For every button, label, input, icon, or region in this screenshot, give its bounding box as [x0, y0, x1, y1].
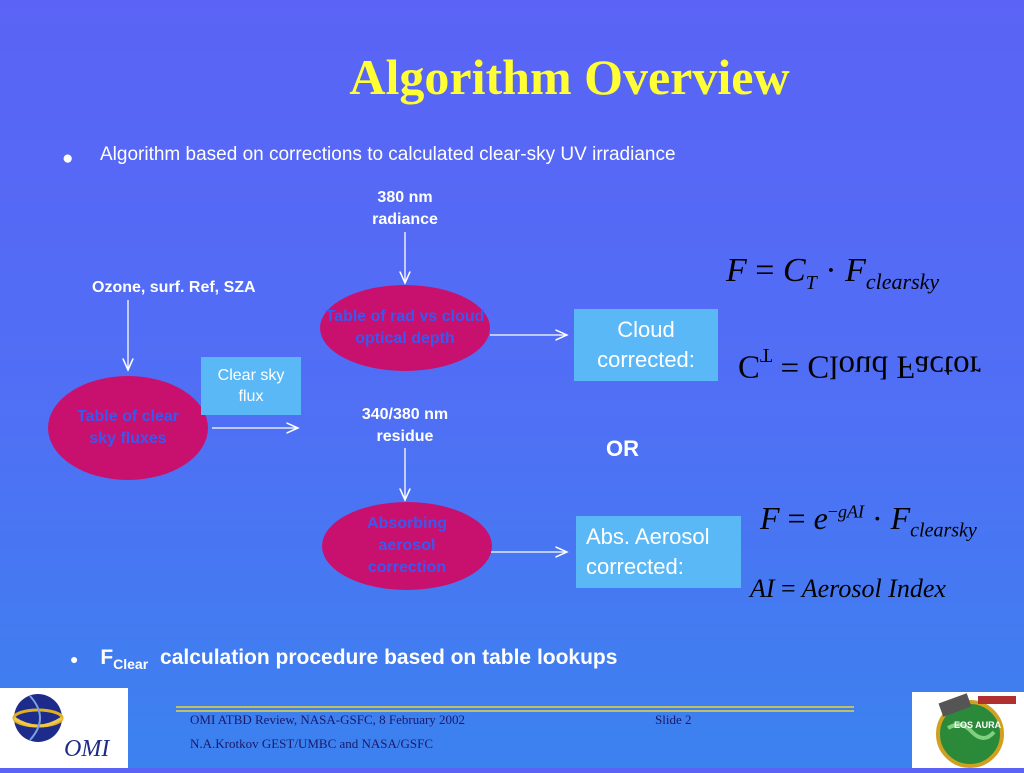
- bullet-dot-icon: ●: [62, 148, 74, 169]
- box-clear-sky-flux: Clear sky flux: [201, 357, 301, 415]
- eos-aura-logo-icon: [936, 693, 1016, 768]
- bullet-2-text: calculation procedure based on table loo…: [160, 646, 618, 669]
- omi-logo-text: OMI: [64, 736, 110, 762]
- slide-title: Algorithm Overview: [349, 49, 790, 105]
- equation-cloud: F = CT · Fclearsky: [726, 252, 940, 294]
- ellipse-clear-sky-label: Table of clear sky fluxes: [77, 408, 179, 447]
- equation-ai-definition: AI = Aerosol Index: [750, 574, 946, 603]
- ellipse-absorbing-aerosol: Absorbing aerosol correction: [322, 502, 492, 590]
- label-380nm-radiance: 380 nm radiance: [372, 189, 438, 228]
- equation-aerosol: F = e−gAI · Fclearsky: [760, 500, 977, 542]
- omi-logo: OMI: [0, 688, 128, 768]
- ellipse-rad-table: Table of rad vs cloud optical depth: [320, 285, 490, 371]
- label-residue: 340/380 nm residue: [361, 406, 449, 445]
- eos-aura-logo: EOS AURA: [912, 692, 1024, 768]
- box-clear-sky-flux-label: Clear sky flux: [217, 367, 285, 405]
- ellipse-clear-sky-table: Table of clear sky fluxes: [48, 376, 208, 480]
- footer-author-text: N.A.Krotkov GEST/UMBC and NASA/GSFC: [190, 736, 434, 751]
- eos-aura-logo-text: EOS AURA: [954, 720, 1002, 730]
- footer-slide-number: Slide 2: [655, 712, 692, 727]
- ellipse-absorbing-label: Absorbing aerosol correction: [367, 515, 447, 576]
- omi-logo-icon: [12, 694, 64, 742]
- box-aerosol-corrected-label: Abs. Aerosol corrected:: [586, 524, 710, 579]
- bullet-dot-icon: ●: [70, 651, 79, 667]
- equation-cloud-factor: CT = Cloud Factor: [738, 344, 981, 385]
- box-cloud-corrected-label: Cloud corrected:: [597, 317, 695, 372]
- bullet-2: ● FClear calculation procedure based on …: [70, 646, 617, 672]
- label-ozone-inputs: Ozone, surf. Ref, SZA: [92, 279, 256, 296]
- box-cloud-corrected: Cloud corrected:: [574, 309, 718, 381]
- ellipse-rad-label: Table of rad vs cloud optical depth: [325, 308, 485, 347]
- bullet-2-f: F: [100, 646, 114, 669]
- bullet-1-text: Algorithm based on corrections to calcul…: [100, 144, 676, 165]
- bullet-2-sub: Clear: [113, 656, 149, 673]
- footer-review-text: OMI ATBD Review, NASA-GSFC, 8 February 2…: [190, 712, 466, 727]
- box-aerosol-corrected: Abs. Aerosol corrected:: [576, 516, 741, 588]
- or-label: OR: [606, 436, 639, 461]
